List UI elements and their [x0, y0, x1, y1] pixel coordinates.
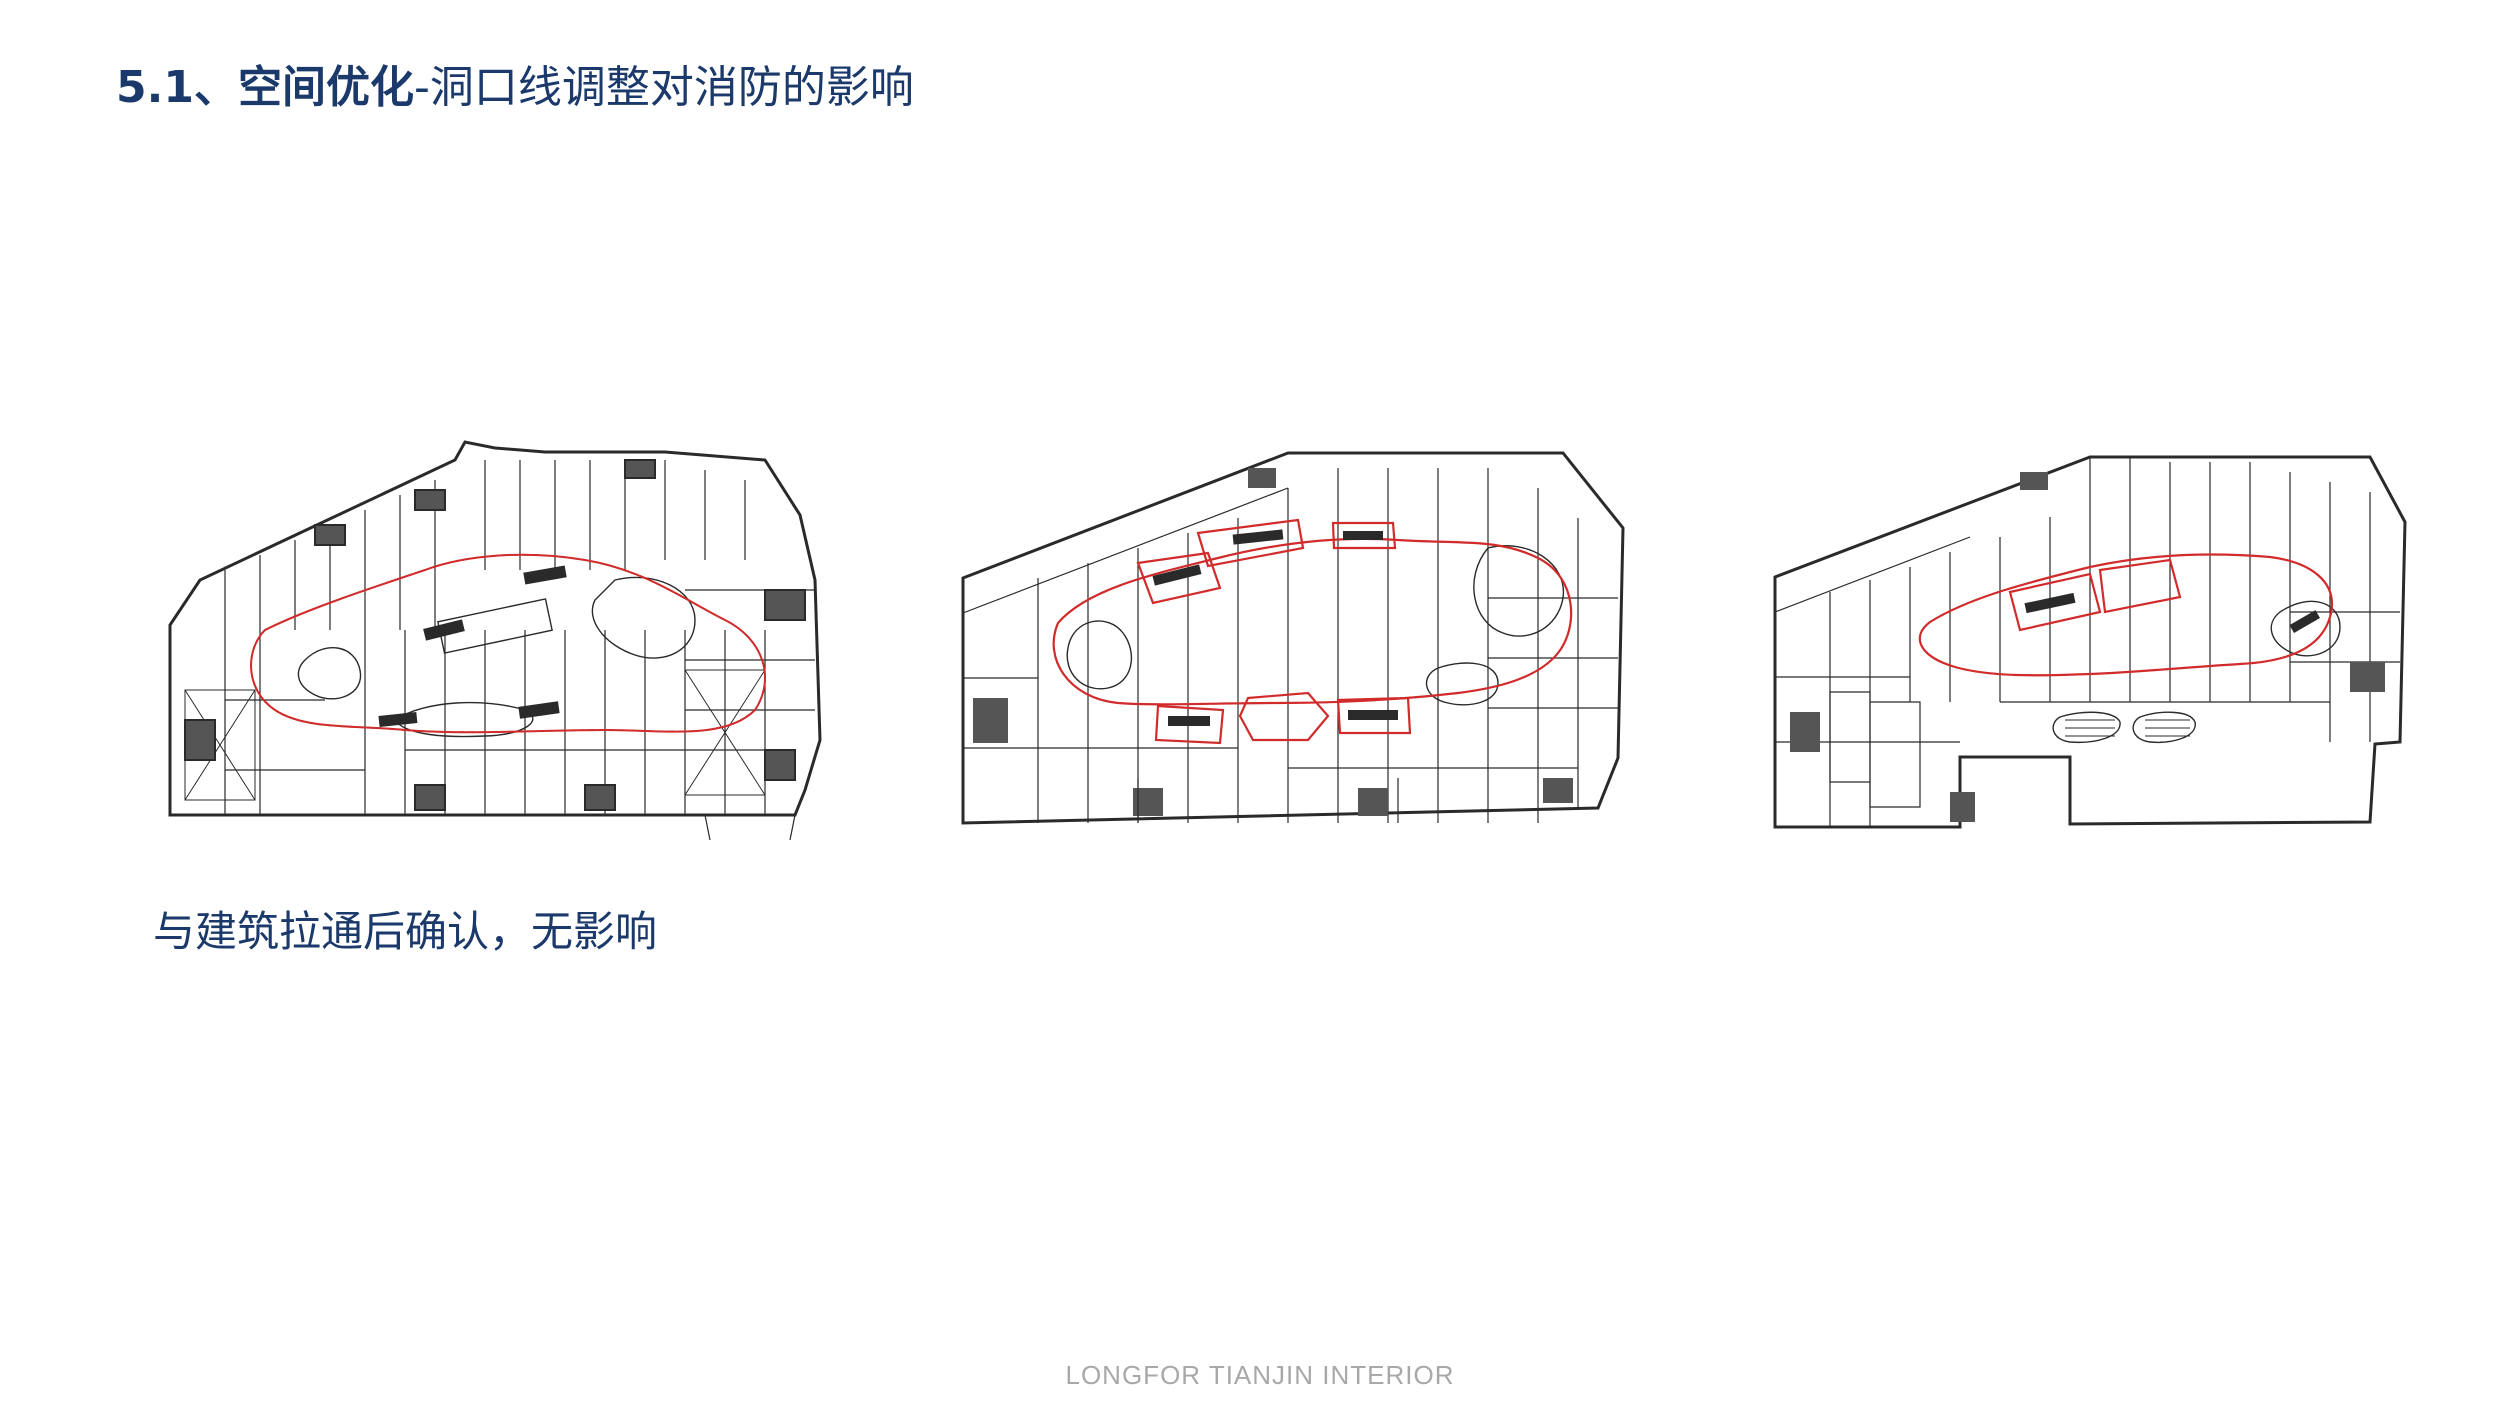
floor-plan-left: [165, 430, 835, 850]
floor-plan-middle: [958, 448, 1628, 838]
floor-plan-right: [1770, 452, 2420, 852]
title-section: 5.1、空间优化: [116, 62, 414, 113]
footer: LONGFOR TIANJIN INTERIOR: [1065, 1360, 1455, 1390]
page-title: 5.1、空间优化-洞口线调整对消防的影响: [116, 62, 914, 115]
title-subtitle: -洞口线调整对消防的影响: [413, 62, 914, 113]
floor-plan-right-drawing: [1773, 455, 2407, 829]
caption: 与建筑拉通后确认，无影响: [153, 907, 658, 956]
floor-plan-middle-drawing: [961, 451, 1625, 825]
floor-plan-left-drawing: [168, 440, 822, 841]
